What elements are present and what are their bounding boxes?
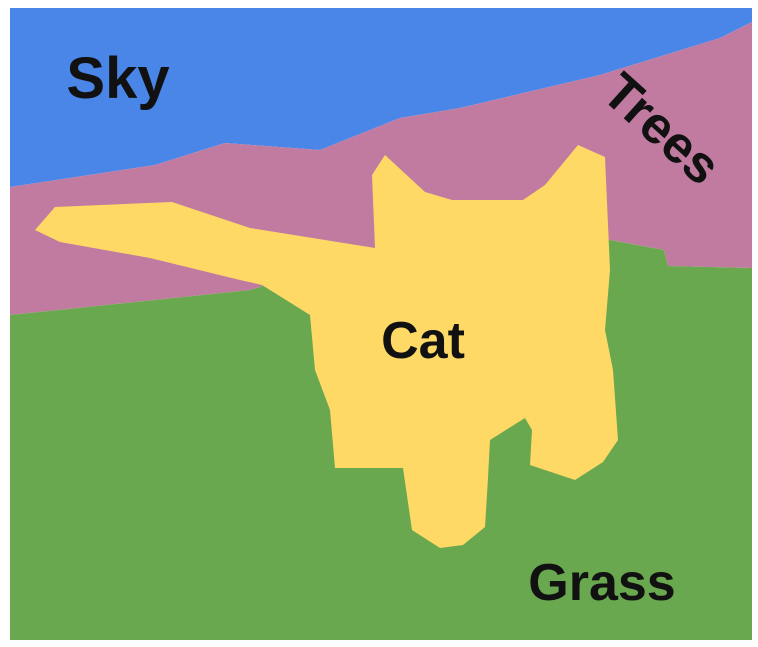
- label-grass: Grass: [528, 554, 675, 612]
- region-cat: [35, 145, 618, 548]
- region-sky: [10, 8, 752, 187]
- label-sky: Sky: [66, 46, 169, 111]
- label-cat: Cat: [381, 312, 465, 370]
